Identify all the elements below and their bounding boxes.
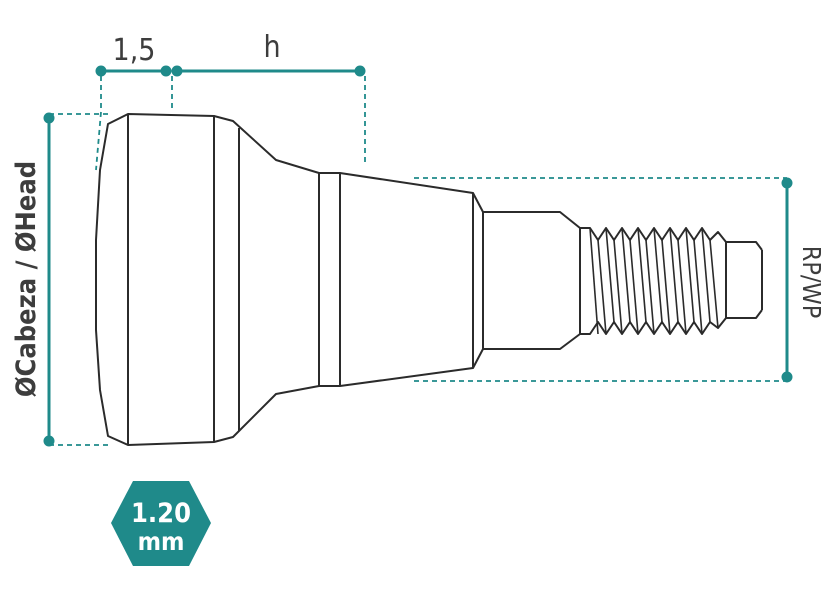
screw-thread bbox=[580, 227, 763, 335]
thread-flanks bbox=[589, 227, 719, 335]
extension-lines bbox=[49, 76, 787, 446]
dim-head-dot-top bbox=[43, 112, 55, 124]
head-silhouette bbox=[95, 113, 581, 446]
dim-height-dot-left bbox=[171, 65, 183, 77]
dim-platform-dot-bottom bbox=[781, 371, 793, 383]
badge-value: 1.20 bbox=[131, 498, 191, 529]
badge-hexagon bbox=[111, 481, 211, 566]
dim-collar-dot-right bbox=[160, 65, 172, 77]
label-collar-width: 1,5 bbox=[113, 33, 156, 68]
label-head-diameter: ØCabeza / ØHead bbox=[11, 161, 42, 397]
abutment-drawing bbox=[95, 113, 581, 446]
dim-height-dot-right bbox=[354, 65, 366, 77]
label-height: h bbox=[263, 30, 280, 65]
dim-collar-dot-left bbox=[95, 65, 107, 77]
badge-unit: mm bbox=[138, 527, 185, 556]
dim-platform-dot-top bbox=[781, 177, 793, 189]
height-badge: 1.20 mm bbox=[111, 481, 211, 566]
thread-bottom-profile bbox=[580, 309, 763, 335]
dim-head-dot-bottom bbox=[43, 435, 55, 447]
dimension-lines bbox=[43, 65, 793, 447]
label-platform: RP/WP bbox=[797, 246, 826, 319]
